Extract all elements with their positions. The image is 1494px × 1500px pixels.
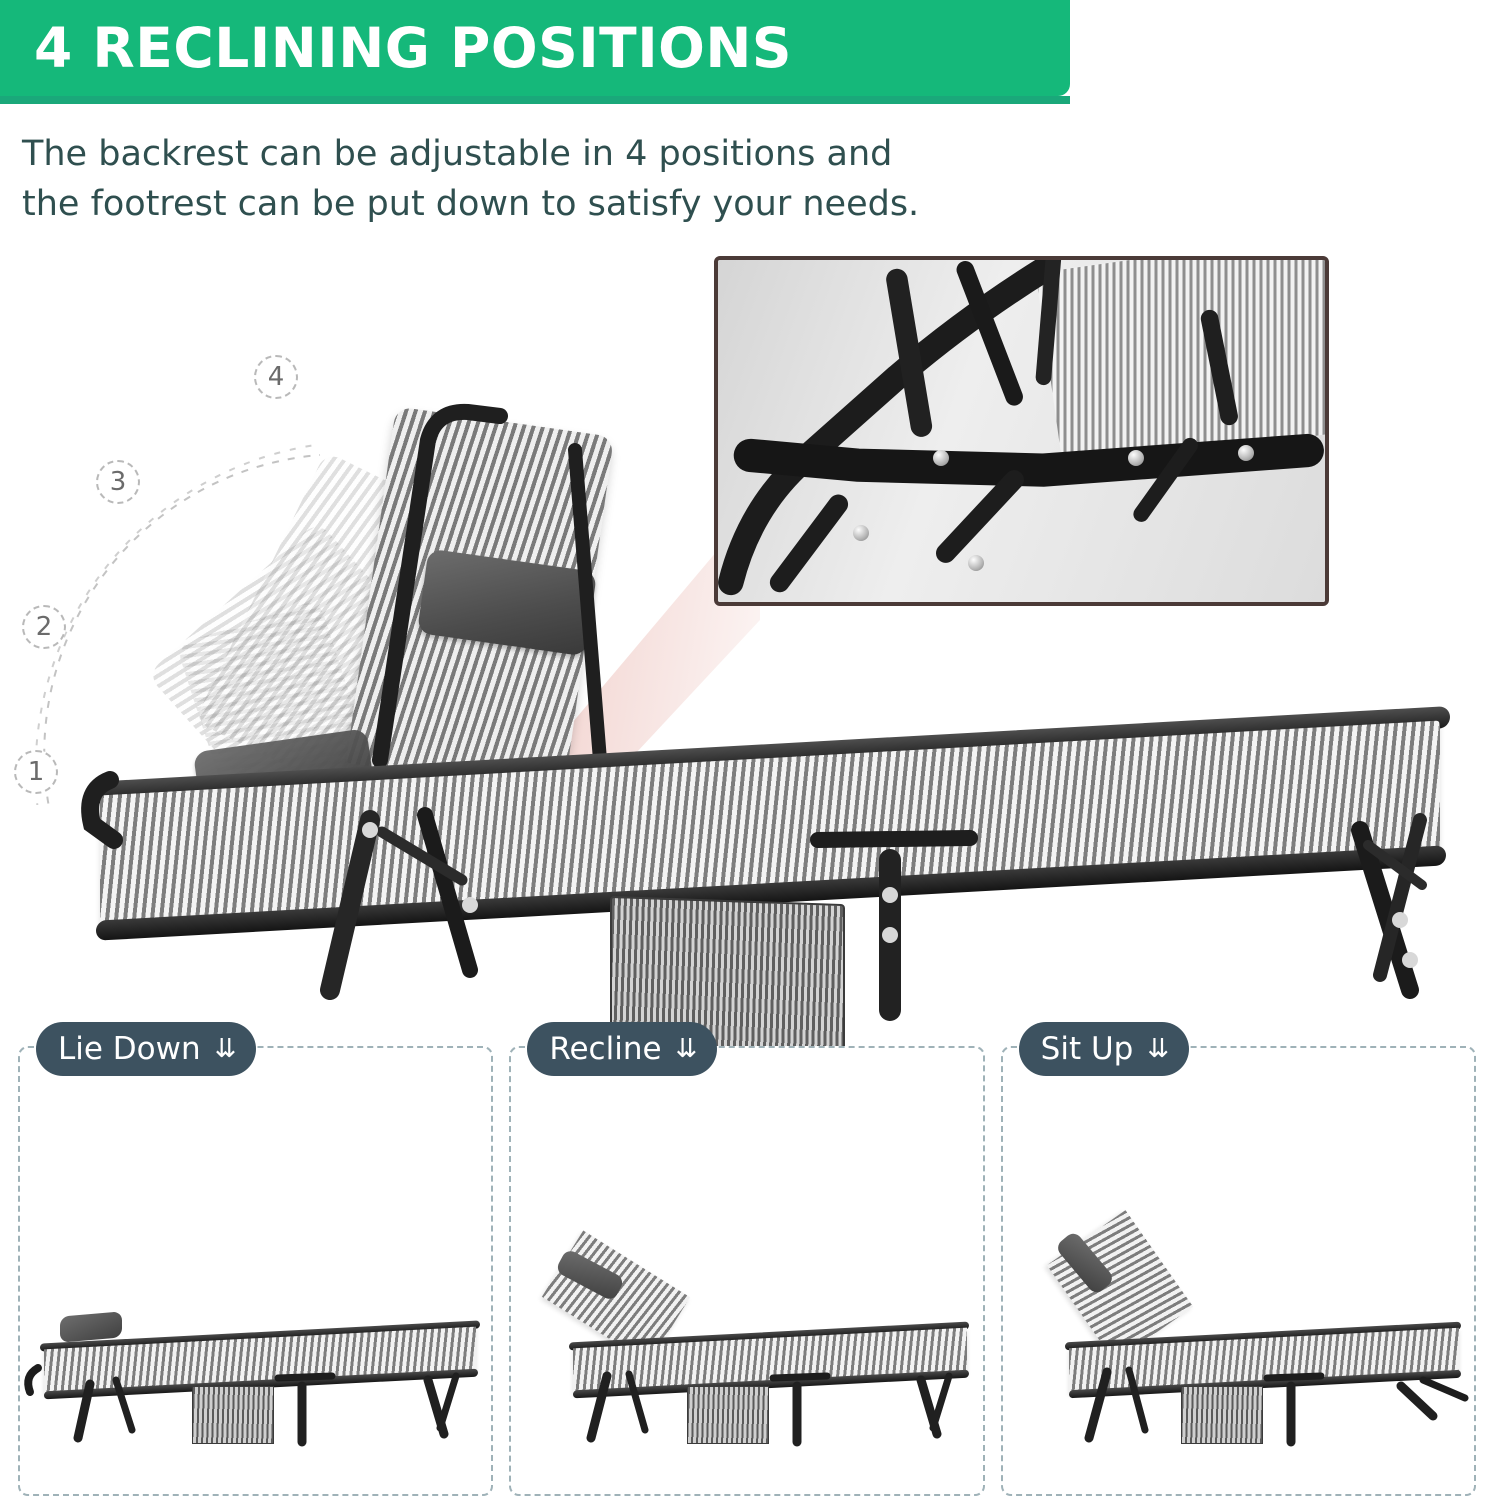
panel-label-lie-down: Lie Down ⇊ [36, 1022, 257, 1076]
backrest-frame [372, 403, 607, 768]
subtitle-text: The backrest can be adjustable in 4 posi… [22, 130, 1022, 229]
position-panels: Lie Down ⇊ Recline ⇊ [0, 1022, 1494, 1496]
mini-legs-recline [586, 1370, 953, 1447]
hero-illustration: 1 2 3 4 [0, 250, 1494, 1095]
panel-label-text-recline: Recline [549, 1031, 662, 1067]
rivet-5 [968, 555, 984, 571]
main-chair-illustration [70, 340, 1450, 1095]
panel-sit-up: Sit Up ⇊ [1000, 1022, 1476, 1496]
mini-pocket-recline [687, 1386, 770, 1444]
panel-label-text-sit-up: Sit Up [1040, 1031, 1134, 1067]
panel-lie-down: Lie Down ⇊ [18, 1022, 494, 1496]
mini-pillow-lie-down [60, 1311, 122, 1343]
mini-pocket-sit-up [1180, 1386, 1263, 1444]
position-marker-3: 3 [96, 460, 140, 504]
rivet-1 [933, 450, 949, 466]
rivet-3 [1238, 445, 1254, 461]
panel-recline: Recline ⇊ [509, 1022, 985, 1496]
position-marker-1: 1 [14, 750, 58, 794]
panel-label-recline: Recline ⇊ [527, 1022, 718, 1076]
rivet-2 [1128, 450, 1144, 466]
panel-label-text-lie-down: Lie Down [58, 1031, 201, 1067]
mini-legs-sit-up [1084, 1366, 1469, 1447]
position-marker-2: 2 [22, 605, 66, 649]
mini-pocket-lie-down [192, 1386, 274, 1444]
chair-legs [81, 771, 1427, 1021]
figure-lie-down [20, 1246, 491, 1466]
mini-legs-lie-down [24, 1364, 460, 1447]
header-banner: 4 RECLINING POSITIONS [0, 0, 1070, 96]
page-title: 4 RECLINING POSITIONS [34, 16, 793, 80]
subtitle-line-2: the footrest can be put down to satisfy … [22, 183, 920, 224]
panel-label-sit-up: Sit Up ⇊ [1018, 1022, 1190, 1076]
detail-inset [714, 256, 1329, 606]
figure-sit-up [1003, 1210, 1474, 1466]
header-underline [0, 96, 1070, 104]
double-chevron-down-icon: ⇊ [675, 1034, 698, 1064]
subtitle-line-1: The backrest can be adjustable in 4 posi… [22, 134, 893, 174]
double-chevron-down-icon: ⇊ [1147, 1034, 1169, 1064]
rivet-4 [853, 525, 869, 541]
double-chevron-down-icon: ⇊ [214, 1034, 237, 1064]
position-marker-4: 4 [254, 355, 298, 399]
inset-frame-detail [718, 260, 1324, 596]
figure-recline [511, 1230, 982, 1466]
